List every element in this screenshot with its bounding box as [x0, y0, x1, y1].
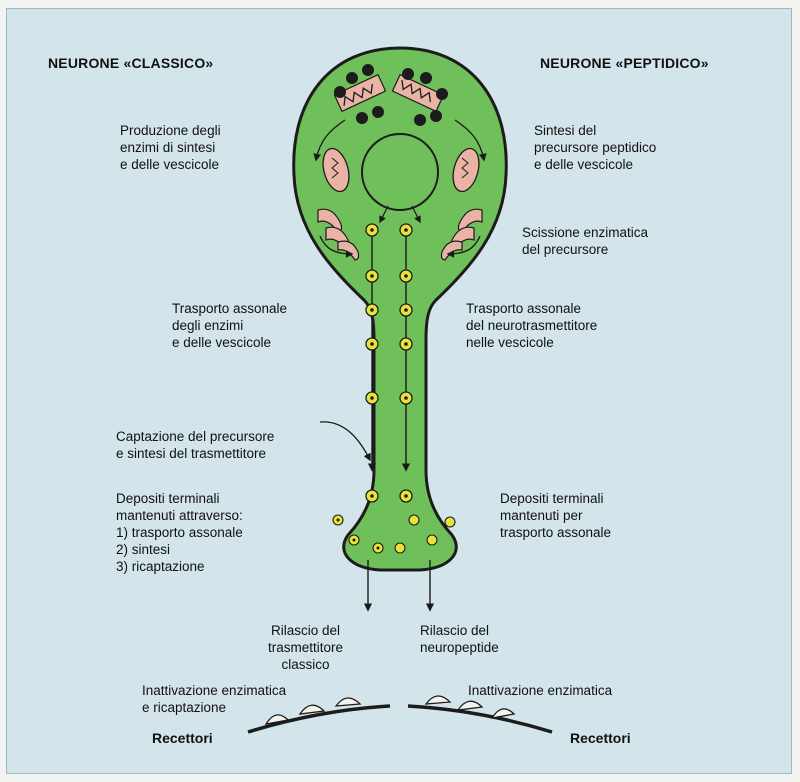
label-left-uptake: Captazione del precursore e sintesi del … — [116, 429, 275, 461]
terminal-vesicle-cores — [336, 518, 380, 550]
receptors-left — [264, 697, 362, 725]
title-peptidic-neuron: NEURONE «PEPTIDICO» — [540, 55, 709, 71]
vesicle-cores — [370, 228, 408, 498]
label-left-release: Rilascio del trasmettitore classico — [268, 623, 344, 672]
arrow-nucleus-right — [411, 205, 421, 224]
label-right-transport: Trasporto assonale del neurotrasmettitor… — [466, 301, 598, 350]
postsynaptic-membrane-right — [407, 704, 553, 734]
arrow-uptake — [319, 421, 371, 462]
label-right-receptors: Recettori — [570, 730, 631, 746]
mitochondrion-right — [452, 147, 480, 193]
label-right-inactivation: Inattivazione enzimatica — [468, 683, 613, 698]
arrow-er-to-right — [454, 119, 487, 162]
postsynaptic-membrane-left — [247, 704, 391, 734]
label-right-synthesis: Sintesi del precursore peptidico e delle… — [534, 123, 657, 172]
label-right-release: Rilascio del neuropeptide — [420, 623, 499, 655]
nucleus — [361, 133, 439, 211]
label-left-synthesis: Produzione degli enzimi di sintesi e del… — [120, 123, 221, 172]
label-right-deposits: Depositi terminali mantenuti per traspor… — [500, 491, 612, 540]
label-right-cleavage: Scissione enzimatica del precursore — [522, 225, 649, 257]
title-classic-neuron: NEURONE «CLASSICO» — [48, 55, 214, 71]
arrow-nucleus-left — [379, 205, 389, 224]
arrow-left-to-axon — [319, 235, 354, 258]
ribosome-cluster-right — [391, 68, 448, 126]
arrow-right-to-axon — [446, 235, 481, 258]
mitochondrion-left — [322, 147, 350, 193]
label-left-transport: Trasporto assonale degli enzimi e delle … — [172, 301, 288, 350]
terminal-vesicles — [332, 514, 456, 554]
receptors-right — [424, 695, 516, 719]
label-left-deposits: Depositi terminali mantenuti attraverso:… — [116, 491, 243, 574]
ribosome-cluster-left — [333, 64, 387, 124]
label-left-inactivation: Inattivazione enzimatica e ricaptazione — [142, 683, 287, 715]
axon-vesicles — [365, 223, 413, 503]
label-left-receptors: Recettori — [152, 730, 213, 746]
arrow-er-to-left — [313, 119, 346, 162]
